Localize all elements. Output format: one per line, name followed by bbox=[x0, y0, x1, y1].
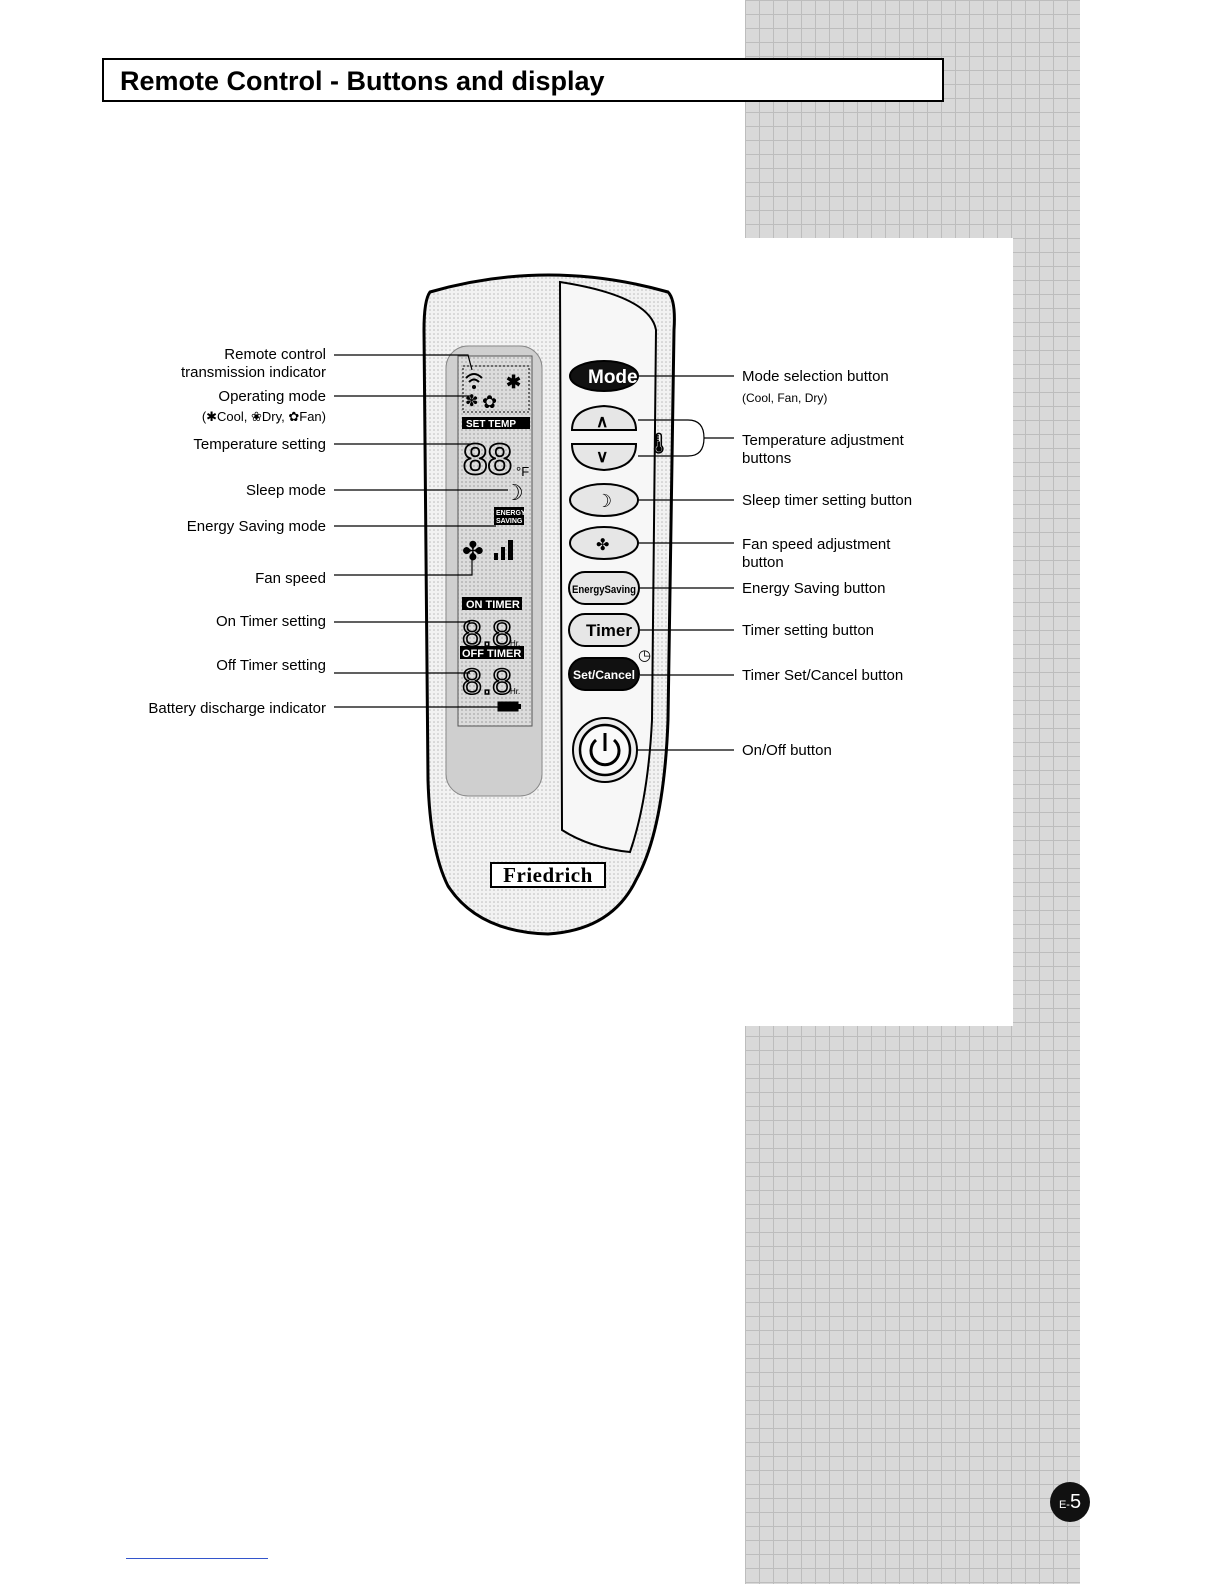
energy-line2: SAVING bbox=[496, 518, 523, 525]
snowflake-icon: ✱ bbox=[506, 372, 521, 392]
dry-icon: ✽ bbox=[465, 393, 478, 410]
label-temp-buttons: Temperature adjustment buttons bbox=[742, 432, 904, 467]
off-timer-digits: 8.8 bbox=[462, 661, 512, 702]
label-off-timer: Off Timer setting bbox=[216, 657, 326, 675]
label-battery-text: Battery discharge indicator bbox=[148, 700, 326, 717]
battery-icon bbox=[497, 701, 519, 712]
page-title-box: Remote Control - Buttons and display bbox=[102, 58, 944, 102]
sleep-button[interactable]: ☽ bbox=[569, 483, 639, 517]
label-fan-speed: Fan speed bbox=[255, 570, 326, 588]
temp-digits: 88 bbox=[463, 435, 512, 484]
timer-button[interactable]: Timer bbox=[568, 613, 640, 647]
energy-saving-button-label: EnergySaving bbox=[572, 584, 636, 596]
clock-icon: ◷ bbox=[638, 647, 651, 664]
lcd-icons: ✱ ✽ ✿ SET TEMP 88 °F ☽ ENERGY SAVING ✤ O… bbox=[460, 365, 530, 712]
label-operating-mode: Operating mode bbox=[218, 388, 326, 406]
brand-logo: Friedrich bbox=[490, 862, 606, 888]
label-temp-text: Temperature setting bbox=[193, 436, 326, 453]
label-timer-button-text: Timer setting button bbox=[742, 622, 875, 639]
energy-line1: ENERGY bbox=[496, 510, 526, 517]
label-off-timer-text: Off Timer setting bbox=[216, 657, 326, 674]
right-leader-lines bbox=[637, 375, 734, 751]
fan-mode-icon: ✿ bbox=[482, 392, 497, 412]
label-sleep-mode: Sleep mode bbox=[246, 482, 326, 500]
up-arrow-icon: ∧ bbox=[596, 412, 608, 431]
label-operating-modes-text: (✱Cool, ❀Dry, ✿Fan) bbox=[201, 409, 326, 424]
label-sleep-button-text: Sleep timer setting button bbox=[742, 492, 913, 509]
page-number-prefix: E- bbox=[1058, 1499, 1070, 1511]
page-title: Remote Control - Buttons and display bbox=[120, 66, 605, 96]
mode-button-label: Mode bbox=[588, 367, 638, 388]
label-energy-button: Energy Saving button bbox=[742, 580, 885, 598]
temp-down-button[interactable]: ∨ bbox=[570, 443, 638, 472]
set-cancel-button-label: Set/Cancel bbox=[573, 668, 635, 682]
power-button[interactable] bbox=[572, 717, 638, 783]
thermometer-icon: 🌡 bbox=[646, 432, 671, 455]
set-temp-label: SET TEMP bbox=[466, 419, 516, 430]
timer-button-label: Timer bbox=[586, 621, 632, 640]
label-sleep-button: Sleep timer setting button bbox=[742, 492, 912, 510]
label-temperature-setting: Temperature setting bbox=[193, 436, 326, 454]
label-energy-saving-mode: Energy Saving mode bbox=[187, 518, 326, 536]
label-mode-button: Mode selection button bbox=[742, 368, 889, 386]
label-mode-sub: (Cool, Fan, Dry) bbox=[742, 389, 827, 407]
remote-buttons: Mode ∧ ∨ 🌡 ☽ ✤ EnergySaving Timer ◷ bbox=[568, 360, 671, 783]
label-on-timer-text: On Timer setting bbox=[215, 613, 326, 630]
energy-saving-button[interactable]: EnergySaving bbox=[568, 571, 640, 605]
mode-button[interactable]: Mode bbox=[569, 360, 639, 392]
temp-unit: °F bbox=[516, 464, 529, 479]
transmission-icon bbox=[465, 373, 483, 383]
label-setcancel-button: Timer Set/Cancel button bbox=[742, 667, 903, 685]
power-icon bbox=[589, 738, 621, 767]
fan-button-icon: ✤ bbox=[596, 537, 609, 554]
label-energy-text: Energy Saving mode bbox=[186, 518, 326, 535]
label-onoff-button: On/Off button bbox=[742, 742, 832, 760]
label-energy-button-text: Energy Saving button bbox=[742, 580, 886, 597]
off-timer-label: OFF TIMER bbox=[462, 648, 521, 660]
on-timer-label: ON TIMER bbox=[466, 599, 520, 611]
label-onoff-text: On/Off button bbox=[742, 742, 832, 759]
label-fan-button: Fan speed adjustment button bbox=[742, 536, 891, 571]
left-leader-lines bbox=[334, 354, 508, 708]
footer-link-line bbox=[126, 1558, 268, 1559]
down-arrow-icon: ∨ bbox=[596, 447, 608, 466]
fan-speed-icon: ✤ bbox=[462, 536, 484, 566]
off-hr: Hr. bbox=[510, 687, 520, 696]
fan-button[interactable]: ✤ bbox=[569, 526, 639, 560]
label-battery: Battery discharge indicator bbox=[148, 700, 326, 718]
label-on-timer: On Timer setting bbox=[216, 613, 326, 631]
on-hr: Hr. bbox=[510, 639, 520, 648]
page-number-badge: E-5 bbox=[1050, 1482, 1090, 1522]
sleep-icon: ☽ bbox=[504, 480, 524, 505]
label-timer-button: Timer setting button bbox=[742, 622, 874, 640]
label-fan-text: Fan speed bbox=[255, 570, 326, 587]
label-setcancel-text: Timer Set/Cancel button bbox=[742, 667, 904, 684]
grid-cutout bbox=[745, 238, 1013, 1026]
label-mode-text: Mode selection button bbox=[742, 368, 889, 385]
set-cancel-button[interactable]: Set/Cancel bbox=[568, 657, 640, 691]
temp-up-button[interactable]: ∧ bbox=[570, 404, 638, 431]
label-transmission-indicator: Remote control transmission indicator bbox=[181, 346, 326, 382]
label-sleep-text: Sleep mode bbox=[245, 482, 326, 499]
page-number: 5 bbox=[1069, 1491, 1082, 1513]
label-operating-text: Operating mode bbox=[218, 388, 326, 405]
label-operating-modes-list: (✱Cool, ❀Dry, ✿Fan) bbox=[202, 408, 326, 426]
label-mode-sub-text: (Cool, Fan, Dry) bbox=[742, 391, 828, 405]
label-transmission-text: Remote control transmission indicator bbox=[180, 346, 326, 381]
sleep-button-icon: ☽ bbox=[596, 491, 612, 511]
